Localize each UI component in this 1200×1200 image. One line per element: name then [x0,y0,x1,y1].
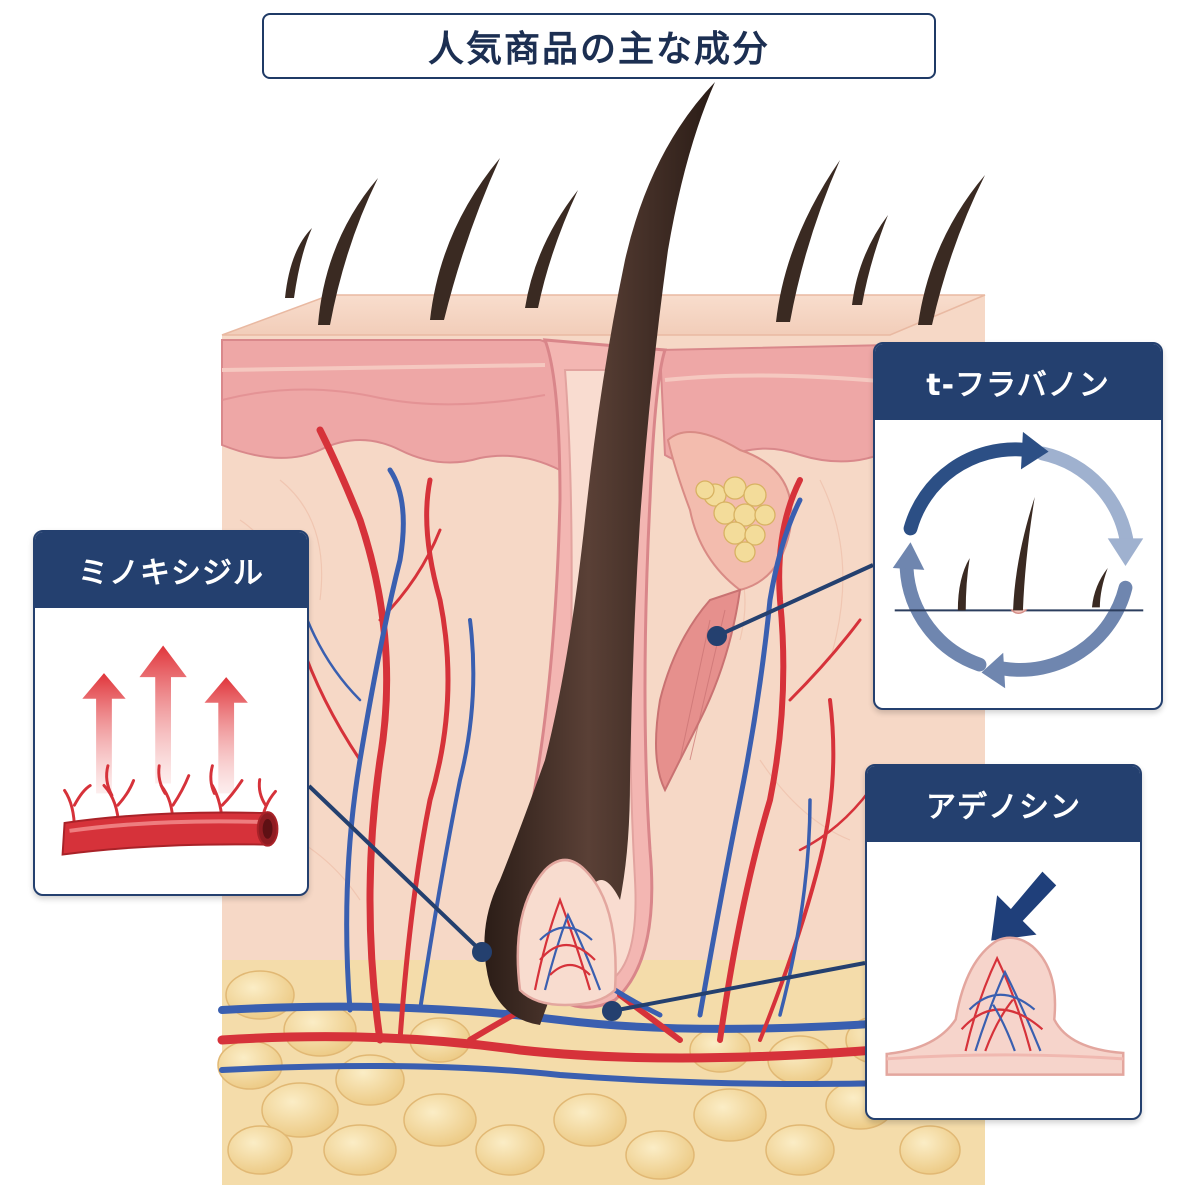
surface-hairs [285,158,985,325]
callout-minoxidil: ミノキシジル [33,530,309,896]
callout-t-flavanone: t-フラバノン [873,342,1163,710]
dermal-papilla-arrow-icon [867,842,1140,1118]
callout-connectors [307,563,874,1021]
up-arrow-icon [82,673,126,794]
dermal-papilla [516,858,617,1007]
down-arrow-icon [991,871,1057,941]
skin-surface [221,294,986,336]
up-arrow-icon [139,645,187,784]
blood-flow-arrows-icon [35,608,307,894]
callout-adenosine-label: アデノシン [867,766,1140,842]
callout-t-flavanone-label: t-フラバノン [875,344,1161,420]
title-box: 人気商品の主な成分 [262,13,936,79]
up-arrow-icon [204,677,248,794]
sebaceous-gland [666,431,793,592]
main-hair-shaft [484,82,715,1025]
callout-adenosine: アデノシン [865,764,1142,1120]
hair-cycle-icon [875,420,1161,708]
callout-minoxidil-label: ミノキシジル [35,532,307,608]
page-title: 人気商品の主な成分 [427,29,770,70]
